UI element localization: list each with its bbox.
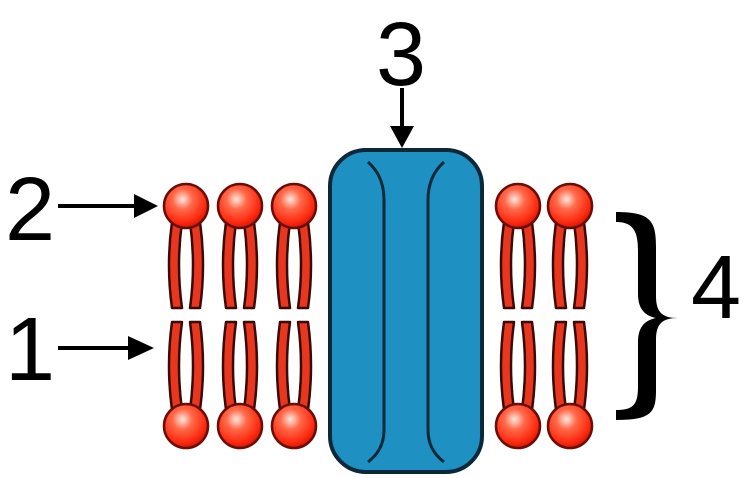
lipid-tail-upper-left — [275, 220, 292, 310]
arrow-2 — [58, 194, 158, 218]
lipid-tail-upper-left — [167, 220, 184, 310]
lipid-head-lower — [216, 402, 264, 450]
lipid-head-lower — [162, 402, 210, 450]
lipid-tail-upper-right — [188, 220, 205, 310]
phospholipid-group — [162, 182, 594, 450]
lipid-tail-upper-left — [221, 220, 238, 310]
lipid-head-lower — [270, 402, 318, 450]
bilayer-brace — [616, 212, 678, 420]
lipid-tail-lower-right — [296, 320, 313, 412]
lipid-head-upper — [546, 182, 594, 230]
lipid-tail-lower-left — [551, 320, 568, 412]
lipid-tail-lower-left — [499, 320, 516, 412]
lipid-head-upper — [162, 182, 210, 230]
lipid-tail-upper-left — [499, 220, 516, 310]
label-1: 1 — [5, 300, 55, 400]
lipid-tail-upper-right — [242, 220, 259, 310]
lipid-head-upper — [270, 182, 318, 230]
label-3: 3 — [376, 5, 426, 105]
lipid-tail-upper-right — [520, 220, 537, 310]
lipid-tail-lower-right — [572, 320, 589, 412]
protein-body — [328, 148, 484, 474]
lipid-tail-lower-left — [167, 320, 184, 412]
membrane-protein — [328, 148, 484, 474]
lipid-head-lower — [546, 402, 594, 450]
lipid-tail-lower-left — [275, 320, 292, 412]
lipid-tail-lower-left — [221, 320, 238, 412]
label-4: 4 — [691, 238, 741, 338]
lipid-tail-lower-right — [520, 320, 537, 412]
arrow-1 — [58, 336, 154, 360]
lipid-head-lower — [494, 402, 542, 450]
lipid-head-upper — [216, 182, 264, 230]
protein-right-bracket — [426, 160, 446, 464]
label-2: 2 — [5, 160, 55, 260]
protein-left-bracket — [366, 160, 386, 464]
arrow-3 — [390, 88, 414, 148]
lipid-head-upper — [494, 182, 542, 230]
lipid-tail-lower-right — [242, 320, 259, 412]
lipid-tail-lower-right — [188, 320, 205, 412]
lipid-tail-upper-right — [572, 220, 589, 310]
lipid-tail-upper-right — [296, 220, 313, 310]
lipid-tail-upper-left — [551, 220, 568, 310]
